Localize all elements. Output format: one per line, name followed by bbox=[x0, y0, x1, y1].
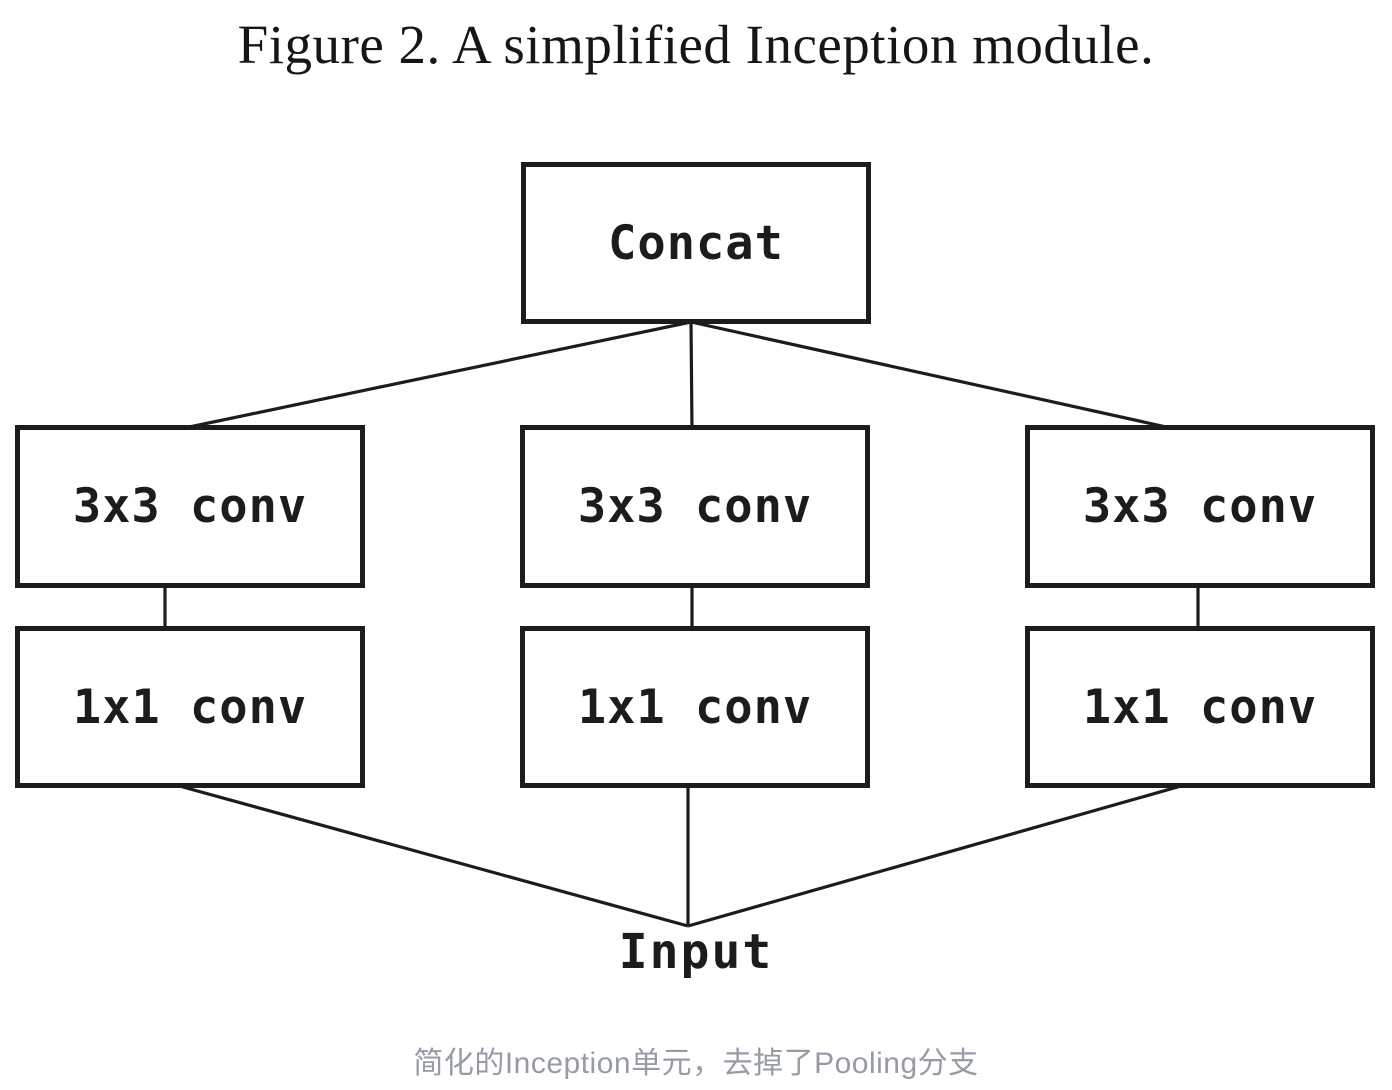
figure-title: Figure 2. A simplified Inception module. bbox=[237, 14, 1155, 75]
edge-middle-3x3-to-concat bbox=[689, 321, 694, 431]
node-concat: Concat bbox=[521, 162, 871, 324]
figure-caption: 简化的Inception单元，去掉了Pooling分支 bbox=[413, 1047, 979, 1080]
node-1x1-conv-left: 1x1 conv bbox=[15, 626, 365, 788]
node-1x1-conv-middle-label: 1x1 conv bbox=[577, 679, 813, 735]
node-3x3-conv-middle: 3x3 conv bbox=[520, 425, 870, 588]
node-1x1-conv-left-label: 1x1 conv bbox=[72, 679, 308, 735]
node-1x1-conv-middle: 1x1 conv bbox=[520, 626, 870, 788]
node-3x3-conv-right-label: 3x3 conv bbox=[1082, 479, 1318, 534]
node-3x3-conv-left-label: 3x3 conv bbox=[72, 479, 308, 534]
node-3x3-conv-left: 3x3 conv bbox=[15, 425, 365, 588]
edge-input-to-right-1x1 bbox=[687, 782, 1189, 928]
node-concat-label: Concat bbox=[608, 215, 784, 271]
node-input-label: Input bbox=[618, 924, 774, 980]
node-3x3-conv-middle-label: 3x3 conv bbox=[577, 479, 813, 534]
node-1x1-conv-right-label: 1x1 conv bbox=[1082, 679, 1318, 735]
node-1x1-conv-right: 1x1 conv bbox=[1025, 626, 1375, 788]
edge-input-to-left-1x1 bbox=[171, 782, 689, 928]
edge-right-3x3-to-concat bbox=[690, 320, 1181, 432]
edge-left-3x3-to-concat bbox=[174, 320, 692, 432]
node-3x3-conv-right: 3x3 conv bbox=[1025, 425, 1375, 588]
